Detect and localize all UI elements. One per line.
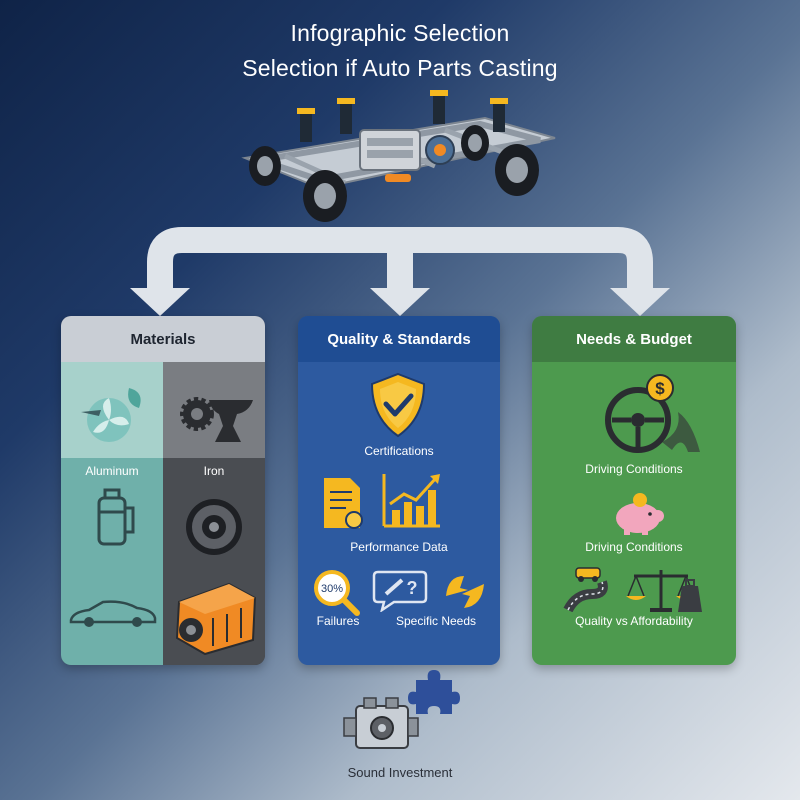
brake-disc-icon (186, 499, 242, 555)
svg-text:$: $ (655, 379, 665, 398)
car-icon (69, 600, 157, 627)
quality-heading: Quality & Standards (298, 316, 500, 362)
needs-heading: Needs & Budget (532, 316, 736, 362)
title-line-1: Infographic Selection (290, 20, 510, 46)
gear-anvil-icon (180, 397, 253, 442)
puzzle-piece-icon (408, 670, 460, 714)
broken-part-icon (446, 576, 484, 608)
engine-icon (343, 697, 419, 749)
performance-data-label: Performance Data (350, 540, 448, 554)
shield-check-icon (370, 372, 426, 438)
failures-badge: 30% (321, 583, 343, 595)
svg-text:?: ? (407, 578, 418, 598)
engine-block-icon (175, 582, 257, 656)
materials-panel: Materials Aluminum Iron (61, 316, 265, 665)
weight-block-icon (678, 579, 702, 612)
quality-vs-affordability-label: Quality vs Affordability (575, 614, 693, 628)
aluminum-fan-leaf-icon (81, 388, 141, 442)
car-chassis-illustration (241, 90, 556, 222)
document-certificate-icon (324, 478, 363, 529)
sound-investment-label: Sound Investment (347, 765, 453, 780)
certifications-label: Certifications (364, 444, 434, 458)
aluminum-label: Aluminum (85, 464, 139, 478)
needs-panel: Needs & Budget $ Driving Conditions Driv… (532, 316, 736, 665)
steering-wheel-dollar-icon: $ (605, 374, 700, 453)
fuel-tank-icon (97, 488, 135, 546)
arrow-head-needs (610, 288, 670, 316)
failures-label: Failures (316, 614, 360, 628)
iron-label: Iron (203, 464, 225, 478)
specific-needs-label: Specific Needs (395, 614, 477, 628)
quality-panel: Quality & Standards Certifications Perfo… (298, 316, 500, 665)
piggy-bank-icon (616, 493, 664, 535)
bar-chart-up-icon (382, 474, 440, 528)
arrow-head-materials (130, 288, 190, 316)
arrow-head-quality (370, 288, 430, 316)
driving-conditions-label-1: Driving Conditions (585, 462, 683, 476)
magnifier-icon: 30% (314, 570, 360, 616)
title-line-2: Selection if Auto Parts Casting (242, 55, 558, 81)
materials-heading: Materials (61, 316, 265, 362)
driving-conditions-label-2: Driving Conditions (585, 540, 683, 554)
wrench-question-icon: ? (372, 570, 428, 612)
road-car-icon (563, 567, 608, 612)
